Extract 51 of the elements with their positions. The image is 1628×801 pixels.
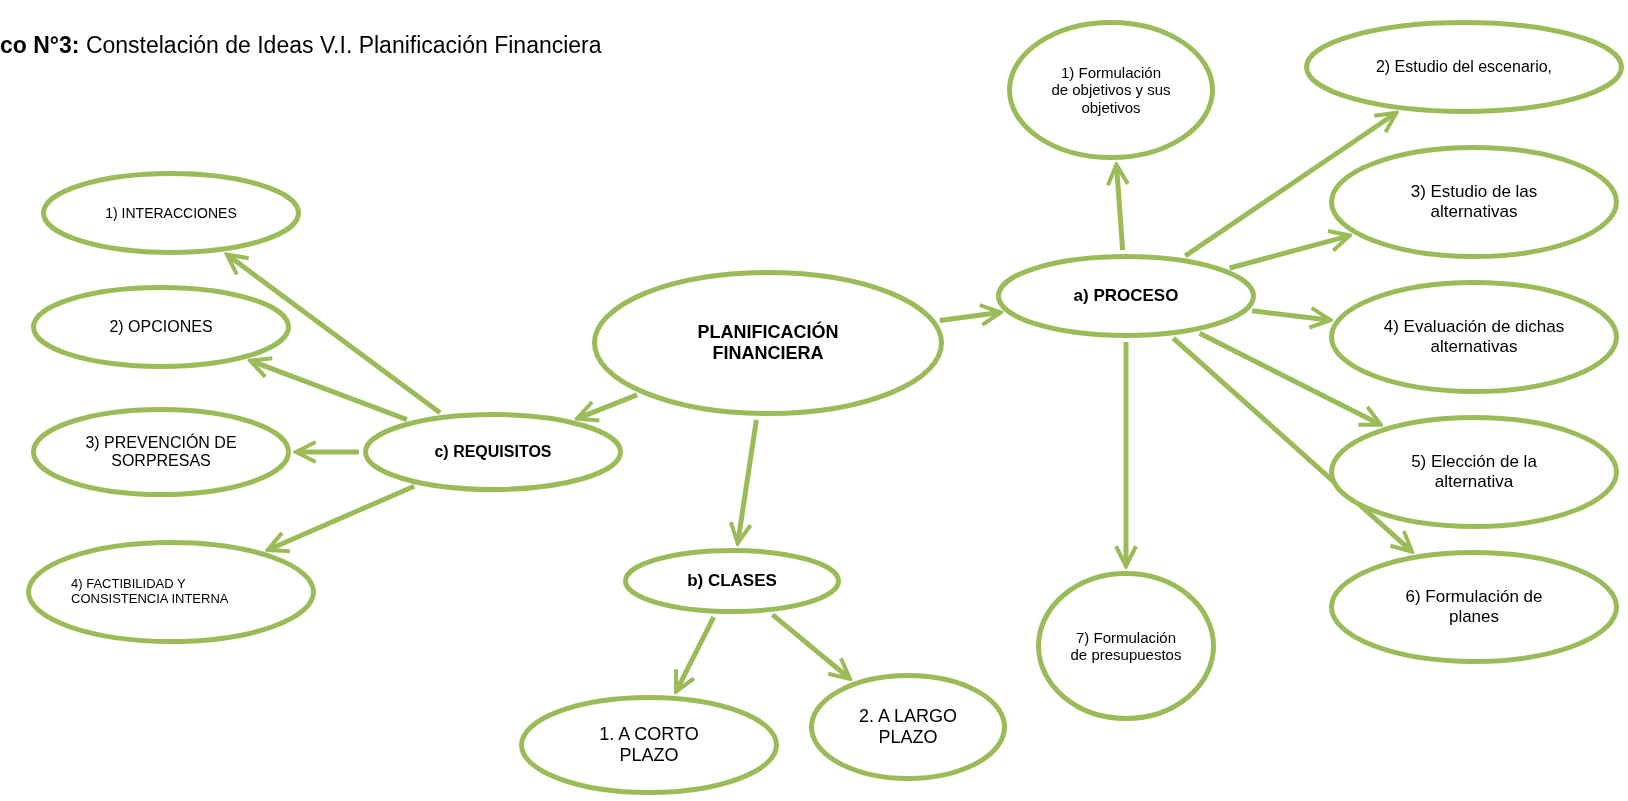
arrow bbox=[1114, 342, 1138, 569]
ellipse-node bbox=[1329, 550, 1619, 664]
ellipse-node bbox=[1007, 20, 1215, 160]
node-text: 1. A CORTO PLAZO bbox=[598, 724, 700, 766]
node-text: 5) Elección de la alternativa bbox=[1410, 452, 1538, 492]
arrow bbox=[265, 483, 416, 554]
ellipse-node bbox=[31, 407, 291, 497]
node-text: a) PROCESO bbox=[1072, 286, 1180, 306]
node-text: b) CLASES bbox=[686, 571, 778, 591]
arrow bbox=[1105, 162, 1130, 251]
arrow bbox=[674, 616, 716, 694]
ellipse-node bbox=[26, 540, 316, 644]
arrow bbox=[1171, 336, 1415, 554]
node-text: 4) FACTIBILIDAD Y CONSISTENCIA INTERNA bbox=[71, 577, 230, 607]
arrow bbox=[1198, 330, 1383, 427]
ellipse-node bbox=[996, 254, 1256, 338]
ellipse-node bbox=[1329, 145, 1619, 259]
arrow bbox=[770, 612, 852, 681]
title: co N°3: Constelación de Ideas V.I. Planificación Financiera bbox=[0, 32, 602, 59]
ellipse-node bbox=[41, 171, 301, 255]
node-text: 1) Formulación de objetivos y sus objetivos bbox=[1051, 64, 1171, 116]
node-text: 3) PREVENCIÓN DE SORPRESAS bbox=[84, 433, 238, 471]
arrow bbox=[1228, 229, 1352, 271]
arrow bbox=[1251, 305, 1333, 330]
node-text: c) REQUISITOS bbox=[433, 442, 553, 462]
arrow bbox=[1183, 110, 1399, 258]
node-text: 1) INTERACCIONES bbox=[104, 204, 238, 222]
ellipse-node bbox=[363, 412, 623, 492]
ellipse-node bbox=[1304, 20, 1624, 114]
ellipse-node bbox=[519, 695, 779, 795]
ellipse-node bbox=[623, 548, 841, 614]
arrow bbox=[939, 303, 1003, 327]
ellipse-node bbox=[809, 673, 1007, 781]
ellipse-node bbox=[1036, 571, 1216, 721]
node-text: PLANIFICACIÓN FINANCIERA bbox=[696, 322, 840, 364]
arrow bbox=[575, 392, 638, 423]
node-text: 2. A LARGO PLAZO bbox=[857, 706, 959, 748]
arrow bbox=[293, 440, 359, 464]
arrow bbox=[224, 252, 442, 415]
ellipse-node bbox=[1329, 280, 1619, 394]
node-text: 4) Evaluación de dichas alternativas bbox=[1382, 317, 1566, 357]
node-text: 7) Formulación de presupuestos bbox=[1069, 628, 1183, 664]
node-text: 2) OPCIONES bbox=[108, 317, 214, 337]
node-text: 3) Estudio de las alternativas bbox=[1409, 182, 1539, 222]
node-text: 2) Estudio del escenario, bbox=[1374, 57, 1554, 77]
ellipse-node bbox=[1329, 415, 1619, 529]
ellipse-node bbox=[31, 285, 291, 369]
arrow bbox=[728, 419, 759, 546]
arrow bbox=[248, 356, 408, 422]
node-text: 6) Formulación de planes bbox=[1404, 587, 1544, 627]
ellipse-node bbox=[592, 270, 944, 416]
